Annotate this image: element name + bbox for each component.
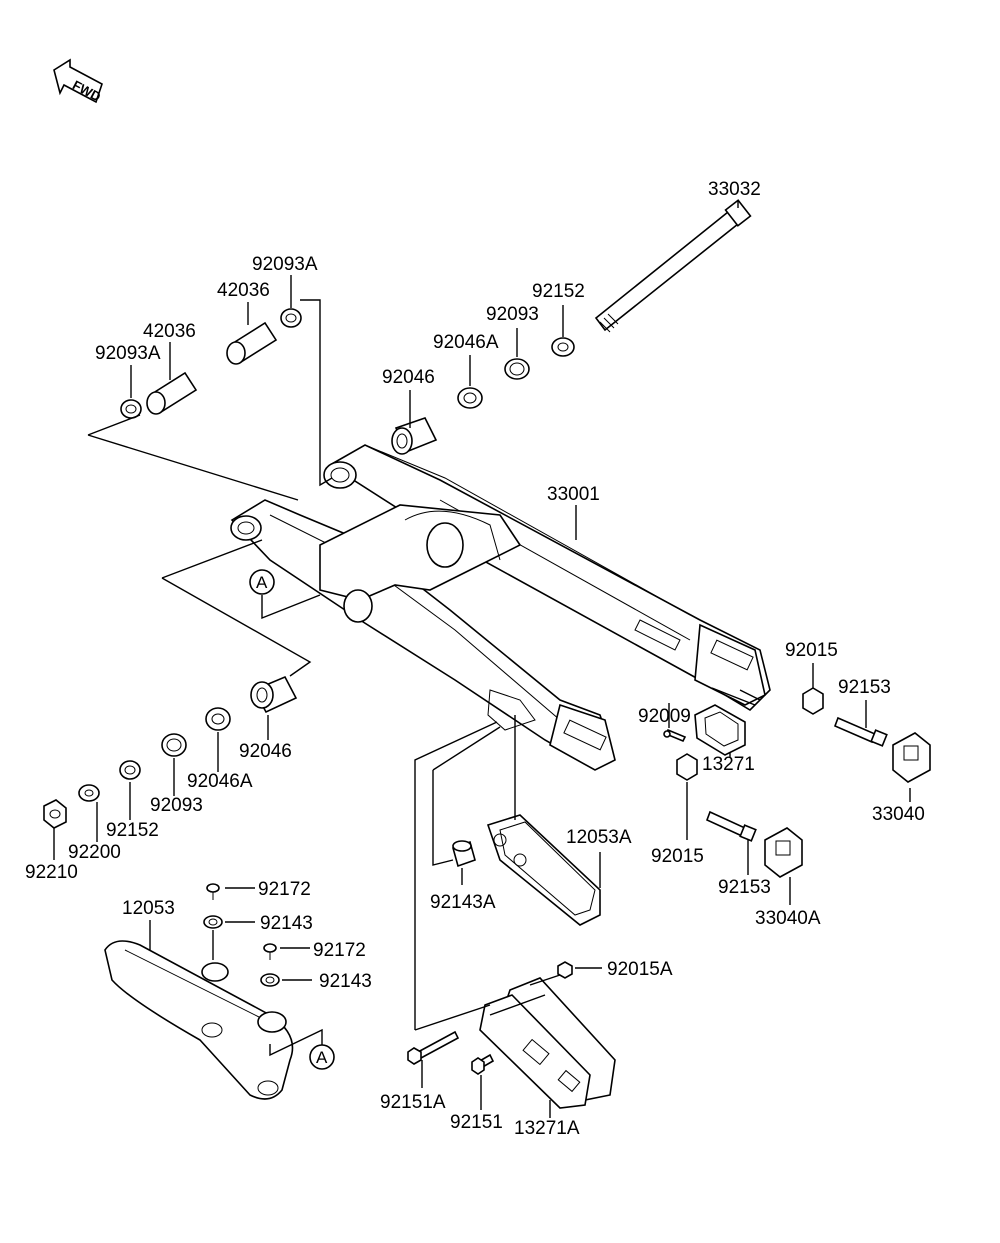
- label-92046-bottom: 92046: [239, 741, 292, 762]
- bolt-92153-right: [833, 716, 888, 747]
- washer-92152-top: [551, 337, 575, 357]
- label-13271A: 13271A: [514, 1118, 580, 1139]
- bolt-92172-a: [206, 883, 220, 900]
- label-92153-right: 92153: [838, 677, 891, 698]
- label-13271: 13271: [702, 754, 755, 775]
- label-92009: 92009: [638, 706, 691, 727]
- label-92152-bottom: 92152: [106, 820, 159, 841]
- label-92151A: 92151A: [380, 1092, 446, 1113]
- collar-42036-left: [146, 371, 198, 415]
- label-92200: 92200: [68, 842, 121, 863]
- bolt-92172-b: [263, 943, 277, 960]
- callout-a-lower-label: A: [316, 1048, 328, 1067]
- collar-92143-a: [203, 915, 223, 929]
- label-12053A: 12053A: [566, 827, 632, 848]
- label-92143A: 92143A: [430, 892, 496, 913]
- bolt-92153-mid: [705, 810, 757, 842]
- collar-92143A: [452, 840, 476, 868]
- chain-slider-12053A: [486, 814, 601, 926]
- nut-92015A: [557, 961, 573, 979]
- washer-92152-bottom: [119, 760, 141, 780]
- swingarm-33001: [230, 444, 771, 771]
- label-92093A-left: 92093A: [95, 343, 161, 364]
- label-33040: 33040: [872, 804, 925, 825]
- label-33032: 33032: [708, 179, 761, 200]
- label-92015A: 92015A: [607, 959, 673, 980]
- guard-13271: [694, 704, 746, 756]
- seal-92093-top: [504, 358, 530, 380]
- axle-33032: [594, 199, 752, 333]
- label-92093A-top: 92093A: [252, 254, 318, 275]
- label-92151: 92151: [450, 1112, 503, 1133]
- label-92046A-bottom: 92046A: [187, 771, 253, 792]
- label-92143-a: 92143: [260, 913, 313, 934]
- fwd-arrow-icon: FWD: [53, 58, 103, 104]
- seal-92046A-bottom: [205, 707, 231, 731]
- washer-92200: [78, 784, 100, 802]
- leader-lines: [53, 200, 911, 1118]
- seal-92093-bottom: [161, 733, 187, 757]
- label-92153-mid: 92153: [718, 877, 771, 898]
- collar-92143-b: [260, 973, 280, 987]
- label-92143-b: 92143: [319, 971, 372, 992]
- label-92210: 92210: [25, 862, 78, 883]
- label-42036-top: 42036: [217, 280, 270, 301]
- adjuster-33040A: [764, 827, 803, 878]
- label-33001: 33001: [547, 484, 600, 505]
- nut-92210: [43, 799, 67, 829]
- label-92172-b: 92172: [313, 940, 366, 961]
- nut-92015-mid: [676, 753, 698, 781]
- seal-92046A-top: [457, 387, 483, 409]
- screw-92009: [663, 728, 687, 743]
- label-92172-a: 92172: [258, 879, 311, 900]
- part-labels: 33032 92093A 42036 42036 92093A 92152 92…: [25, 179, 925, 1139]
- label-12053: 12053: [122, 898, 175, 919]
- seal-92093A-top: [280, 308, 302, 328]
- bolt-92151: [471, 1053, 495, 1075]
- bearing-92046-bottom: [250, 675, 298, 714]
- label-42036-left: 42036: [143, 321, 196, 342]
- bearing-92046-top: [391, 417, 438, 455]
- chain-guide-13271A: [479, 977, 616, 1109]
- label-92152-top: 92152: [532, 281, 585, 302]
- chain-slider-arm-12053: [104, 940, 294, 1100]
- label-92046A-top: 92046A: [433, 332, 499, 353]
- callout-a-upper-label: A: [256, 573, 268, 592]
- label-92046-top: 92046: [382, 367, 435, 388]
- label-92015-right: 92015: [785, 640, 838, 661]
- nut-92015-right: [802, 687, 824, 715]
- callout-a-lower: A: [309, 1044, 335, 1070]
- label-92093-top: 92093: [486, 304, 539, 325]
- label-33040A: 33040A: [755, 908, 821, 929]
- label-92015-mid: 92015: [651, 846, 704, 867]
- collar-42036-top: [226, 321, 278, 365]
- adjuster-33040: [892, 732, 931, 783]
- bolt-92151A: [407, 1030, 460, 1065]
- label-92093-bottom: 92093: [150, 795, 203, 816]
- callout-a-upper: A: [249, 569, 275, 595]
